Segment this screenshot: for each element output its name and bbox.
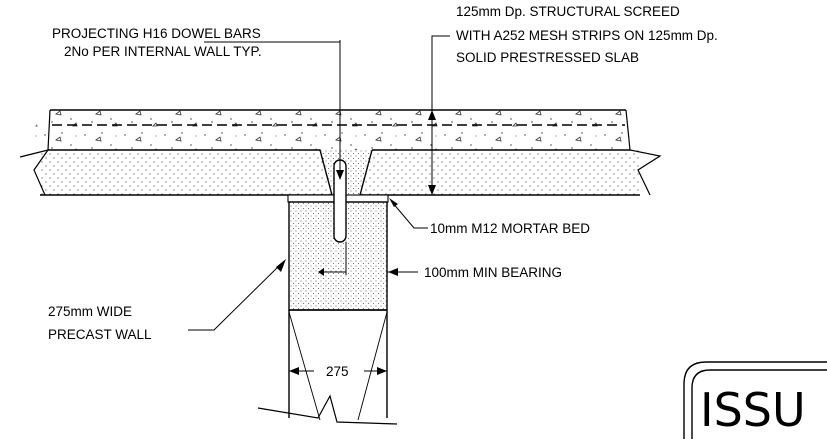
bearing-marker: [318, 242, 347, 276]
mortar-note: 10mm M12 MORTAR BED: [430, 221, 590, 236]
dowel-note-line-2: 2No PER INTERNAL WALL TYP.: [64, 44, 262, 59]
wall-note-line-2: PRECAST WALL: [48, 327, 152, 342]
width-dimension: [289, 367, 387, 375]
screed-note-line-3: SOLID PRESTRESSED SLAB: [456, 50, 639, 65]
bearing-leader: [387, 268, 418, 276]
wall-leader: [188, 259, 286, 331]
width-dimension-text: 275: [326, 364, 349, 379]
prestressed-slab: [19, 149, 662, 196]
screed-dimension: [428, 35, 450, 195]
screed-note-line-1: 125mm Dp. STRUCTURAL SCREED: [456, 4, 680, 19]
screed-note-line-2: WITH A252 MESH STRIPS ON 125mm Dp.: [456, 28, 718, 43]
issue-stamp-text: ISSU: [700, 383, 806, 437]
dowel-note-line-1: PROJECTING H16 DOWEL BARS: [52, 26, 261, 41]
bearing-note: 100mm MIN BEARING: [424, 265, 562, 280]
mortar-leader: [389, 198, 428, 229]
structural-screed: [30, 109, 631, 151]
dowel-bar: [333, 40, 347, 243]
issue-stamp: ISSU: [683, 361, 827, 439]
wall-note-line-1: 275mm WIDE: [48, 304, 132, 319]
precast-wall: [257, 201, 398, 425]
